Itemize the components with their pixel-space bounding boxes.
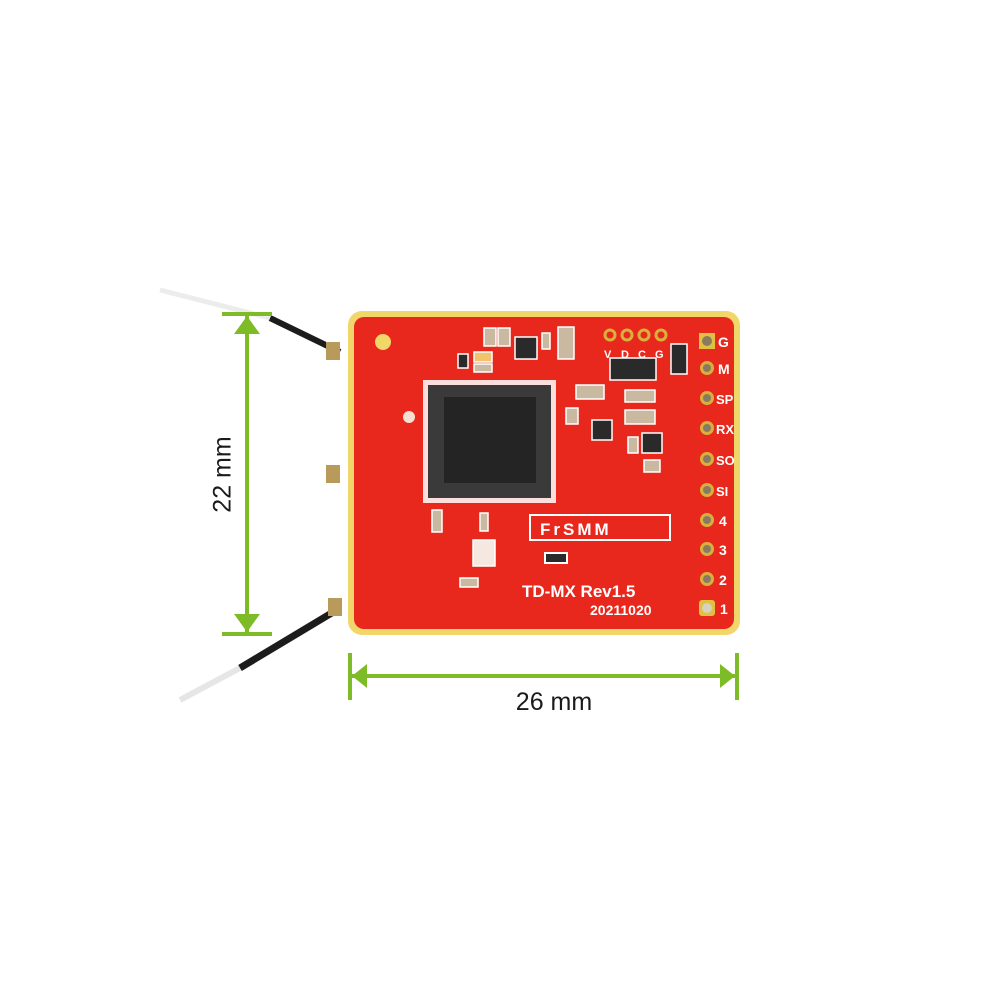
side-header	[699, 333, 715, 616]
pin-label-g: G	[718, 334, 729, 350]
height-dimension-line	[222, 312, 272, 636]
pin-label-rx: RX	[716, 422, 734, 437]
antenna-bottom	[178, 598, 342, 703]
pin-label-4: 4	[719, 513, 727, 529]
pin-label-1: 1	[720, 601, 728, 617]
pcb-board: FrSMM TD-MX Rev1.5 20211020 V D C G	[348, 311, 740, 635]
pin-label-2: 2	[719, 572, 727, 588]
board-model-label: TD-MX Rev1.5	[522, 582, 635, 601]
pin-label-d: D	[621, 349, 629, 361]
board-logo: FrSMM	[540, 520, 612, 539]
pin-label-3: 3	[719, 542, 727, 558]
pin-label-g-top: G	[655, 349, 664, 361]
width-dimension-label: 26 mm	[515, 688, 593, 716]
pin-label-so: SO	[716, 453, 735, 468]
top-header	[603, 328, 668, 342]
pin-label-m: M	[718, 361, 730, 377]
pin-label-v: V	[604, 349, 612, 361]
date-code: 20211020	[590, 602, 652, 618]
height-dimension-label: 22 mm	[208, 436, 237, 513]
width-dimension-line	[348, 653, 739, 700]
antenna-middle	[255, 465, 340, 483]
pin-label-c: C	[638, 349, 646, 361]
pin-label-si: SI	[716, 484, 728, 499]
pin-label-sp: SP	[716, 392, 734, 407]
